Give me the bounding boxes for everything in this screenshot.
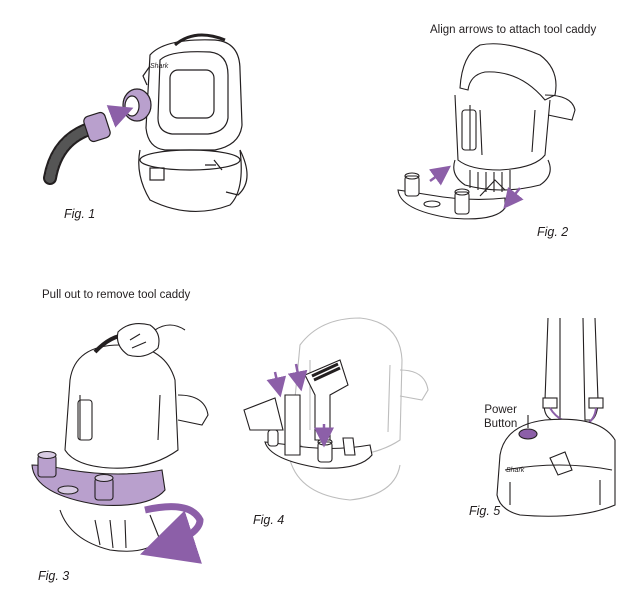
- shark-logo: Shark: [150, 63, 169, 70]
- fig5-caption: Fig. 5: [469, 504, 501, 518]
- shoulder-strap-drawing: [542, 317, 604, 427]
- hand-drawing: [116, 323, 186, 357]
- fig3-note: Pull out to remove tool caddy: [42, 289, 191, 301]
- fig1-caption: Fig. 1: [64, 207, 96, 221]
- direction-arrow: [429, 165, 452, 186]
- direction-arrow: [503, 186, 524, 209]
- direction-arrow: [287, 363, 308, 392]
- fig2-note: Align arrows to attach tool caddy: [430, 24, 597, 36]
- hose-drawing: [43, 111, 111, 185]
- power-button-icon: [518, 428, 538, 440]
- tool-caddy-drawing: [397, 172, 506, 220]
- fig3-caption: Fig. 3: [38, 569, 70, 583]
- fig2-drawing: [397, 43, 576, 220]
- fig3-drawing: [31, 323, 209, 564]
- fig1-drawing: Shark: [43, 33, 248, 212]
- power-button-label-line1: Power: [484, 404, 517, 416]
- tool-caddy-drawing: [31, 450, 166, 506]
- shark-logo: Shark: [506, 467, 525, 474]
- power-button-label: Power Button: [484, 403, 517, 431]
- direction-arrow: [106, 105, 134, 128]
- direction-arrow: [266, 371, 287, 398]
- fig4-caption: Fig. 4: [253, 513, 285, 527]
- vacuum-pod-drawing: Shark: [138, 33, 248, 212]
- fig2-caption: Fig. 2: [537, 225, 569, 239]
- fig4-drawing: [243, 317, 429, 501]
- power-button-label-line2: Button: [484, 418, 518, 430]
- tool-caddy-drawing: [243, 359, 373, 469]
- fig5-drawing: Shark: [496, 317, 616, 517]
- direction-arrow: [140, 503, 204, 564]
